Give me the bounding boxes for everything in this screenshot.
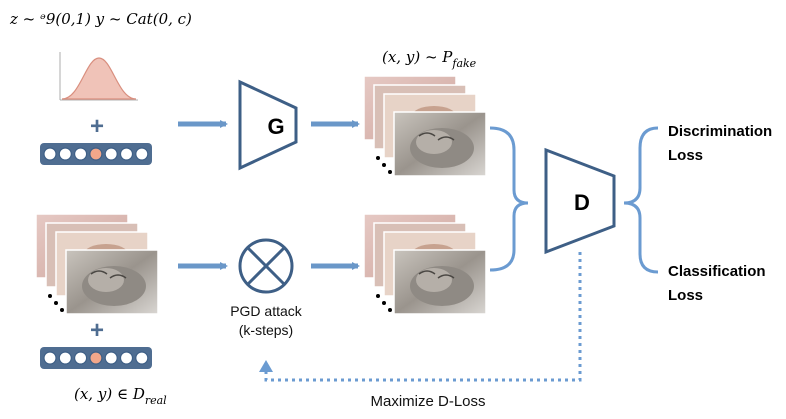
real-image-stack <box>35 213 159 315</box>
input-bracket <box>489 126 529 272</box>
adversarial-image-stack <box>363 213 487 315</box>
onehot-cell <box>43 147 57 161</box>
feedback-arrow-head <box>259 360 273 372</box>
fake-label: (x, y) ~ Pfake <box>382 48 477 70</box>
classification-loss-label-2: Loss <box>668 287 703 304</box>
pgd-attack-label: PGD attack <box>230 303 303 319</box>
generator-block: G <box>238 79 298 171</box>
onehot-cell <box>58 351 72 365</box>
plus-icon-top: + <box>90 113 104 140</box>
plus-icon-bottom: + <box>90 317 104 344</box>
onehot-cell <box>43 351 57 365</box>
pgd-steps-label: (k-steps) <box>239 322 293 338</box>
pgd-attack-icon <box>238 238 294 294</box>
discrimination-loss-label-2: Loss <box>668 147 703 164</box>
onehot-cell <box>58 147 72 161</box>
onehot-active-cell <box>89 351 103 365</box>
gaussian-plot-icon <box>59 52 138 101</box>
output-bracket <box>623 126 659 274</box>
latent-formula: z ~ ᵊ9(0,1) y ~ Cat(0, c) <box>9 10 192 28</box>
discriminator-label: D <box>574 190 590 215</box>
fake-image-stack <box>363 75 487 177</box>
onehot-vector-bottom <box>40 347 152 369</box>
feedback-dotted-line <box>264 252 582 382</box>
generator-label: G <box>267 114 284 139</box>
onehot-cell <box>104 351 118 365</box>
onehot-cell <box>135 147 149 161</box>
discrimination-loss-label: Discrimination <box>668 123 772 140</box>
onehot-cell <box>119 147 134 161</box>
real-label: (x, y) ∈ Dreal <box>74 385 167 407</box>
discriminator-block: D <box>544 147 616 255</box>
onehot-vector-top <box>40 143 152 165</box>
onehot-cell <box>119 351 134 365</box>
onehot-cell <box>73 351 88 365</box>
onehot-cell <box>104 147 118 161</box>
onehot-cell <box>135 351 149 365</box>
feedback-label: Maximize D-Loss <box>370 393 485 410</box>
onehot-cell <box>73 147 88 161</box>
onehot-active-cell <box>89 147 103 161</box>
classification-loss-label: Classification <box>668 263 766 280</box>
